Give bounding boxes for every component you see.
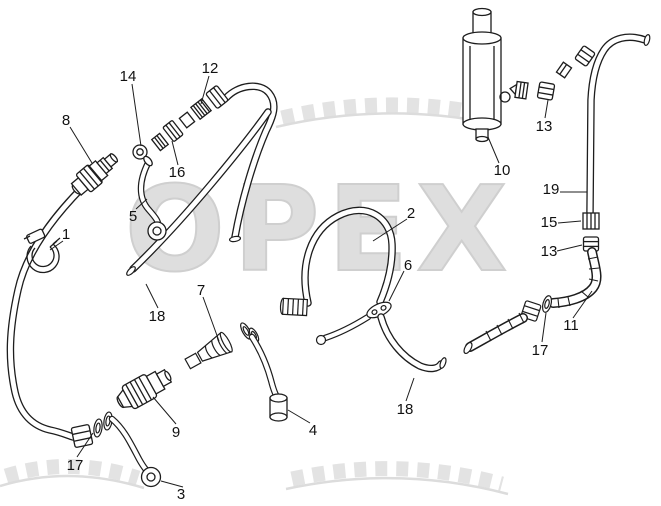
pipe-19 (590, 34, 651, 212)
side-ring (499, 91, 511, 103)
gear-top-watermark (280, 97, 486, 126)
callout-12: 12 (202, 60, 219, 77)
callout-8: 8 (62, 112, 70, 129)
nut-13-lower (582, 236, 600, 252)
callout-9: 9 (172, 424, 180, 441)
callout-10: 10 (494, 162, 511, 179)
washer-pair-17-left (93, 411, 113, 438)
callout-17-right: 17 (532, 342, 549, 359)
hose-top-loop (226, 86, 274, 243)
gear-corner-rim-watermark (0, 474, 145, 490)
hose-6 (381, 317, 447, 369)
callout-11: 11 (563, 317, 579, 334)
ribbed-hose-end (279, 297, 309, 317)
callout-13-upper: 13 (536, 118, 553, 135)
washer-14 (132, 144, 148, 160)
hose-open-end (228, 235, 242, 243)
callouts: 8 14 12 16 5 1 18 7 2 6 10 13 19 15 13 1… (62, 60, 579, 503)
clamp-collar (366, 301, 392, 319)
hose-open-end (126, 266, 136, 276)
gear-corner-watermark (3, 459, 141, 486)
corrugation-ticks (557, 256, 600, 309)
spring-cone-7 (184, 331, 233, 370)
callout-16: 16 (169, 164, 186, 181)
washer-17-right (541, 295, 553, 313)
hydraulic-cylinder-10 (462, 7, 511, 143)
callout-2: 2 (407, 205, 415, 222)
watermark-text: OPEX (125, 160, 515, 298)
gear-bottom-watermark (290, 461, 504, 492)
callout-17-left: 17 (67, 457, 84, 474)
hose-open-end (439, 357, 447, 369)
quick-coupler-8 (70, 153, 119, 197)
corrugation-ticks (485, 312, 525, 342)
watermark: OPEX (0, 97, 515, 496)
fitting-chain-13-top (509, 45, 596, 101)
nut-17-left (70, 424, 94, 448)
fitting-chain-12-16 (150, 85, 229, 152)
callout-1: 1 (62, 226, 70, 243)
callout-19: 19 (543, 181, 560, 198)
fitting-15 (582, 212, 600, 230)
hose-left-long (10, 178, 92, 437)
hose-loop-2 (279, 210, 393, 346)
callout-5: 5 (129, 208, 137, 225)
leader-lines (49, 75, 593, 488)
callout-7: 7 (197, 282, 205, 299)
callout-6: 6 (404, 257, 412, 274)
banjo-lever-3 (112, 419, 162, 488)
hose-18-upper (126, 112, 268, 276)
callout-4: 4 (309, 422, 317, 439)
elbow-pipe-4 (252, 337, 288, 422)
callout-15: 15 (541, 214, 558, 231)
callout-14: 14 (120, 68, 137, 85)
elbow-hose-11 (463, 252, 600, 355)
callout-18-upper: 18 (149, 308, 166, 325)
gear-bottom-rim-watermark (285, 476, 509, 496)
hook-ring (315, 334, 327, 346)
quick-coupler-9 (116, 368, 173, 410)
hose-clamp-1 (23, 228, 61, 274)
pipe-open-end (643, 34, 651, 46)
lever-valve-5 (141, 155, 167, 241)
callout-18-lower: 18 (397, 401, 414, 418)
hose-open-end (463, 341, 473, 355)
callout-13-lower: 13 (541, 243, 558, 260)
callout-3: 3 (177, 486, 185, 503)
